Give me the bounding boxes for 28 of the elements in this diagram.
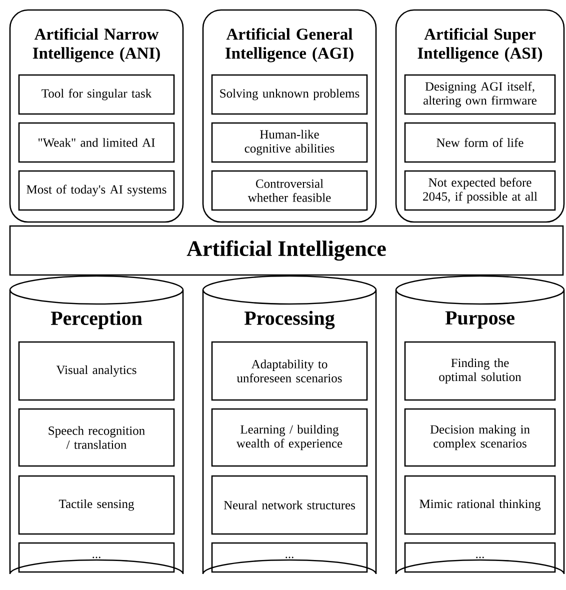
text-box: Not expected before 2045, if possible at all bbox=[404, 170, 556, 211]
text-box: Tool for singular task bbox=[18, 74, 175, 115]
text-box: Adaptability to unforeseen scenarios bbox=[211, 341, 368, 401]
text-box: ... bbox=[211, 542, 368, 573]
text-box: "Weak" and limited AI bbox=[18, 122, 175, 163]
text-box: Solving unknown problems bbox=[211, 74, 368, 115]
text-box: Decision making in complex scenarios bbox=[404, 408, 556, 467]
heading: Purpose bbox=[445, 311, 514, 329]
text-box: ... bbox=[18, 542, 175, 573]
text-box: Neural network structures bbox=[211, 475, 368, 535]
title-band: Artificial Intelligence bbox=[9, 225, 564, 276]
heading: Processing bbox=[244, 310, 335, 330]
text-box: Controversial whether feasible bbox=[211, 170, 368, 211]
text-box: Finding the optimal solution bbox=[404, 341, 556, 401]
heading: Artificial Super Intelligence (ASI) bbox=[418, 28, 542, 62]
heading: Artificial General Intelligence (AGI) bbox=[225, 28, 354, 62]
heading: Artificial Narrow Intelligence (ANI) bbox=[32, 28, 160, 62]
text-box: Visual analytics bbox=[18, 341, 175, 401]
text-box: Human-like cognitive abilities bbox=[211, 122, 368, 163]
text-box: Mimic rational thinking bbox=[404, 475, 556, 535]
text-box: ... bbox=[404, 542, 556, 573]
text-box: Speech recognition / translation bbox=[18, 408, 175, 467]
text-box: New form of life bbox=[404, 122, 556, 163]
text-box: Tactile sensing bbox=[18, 475, 175, 535]
text-box: Designing AGI itself, altering own firmware bbox=[404, 74, 556, 115]
text-box: Most of today's AI systems bbox=[18, 170, 175, 211]
heading: Perception bbox=[50, 310, 142, 330]
text-box: Learning / building wealth of experience bbox=[211, 408, 368, 467]
